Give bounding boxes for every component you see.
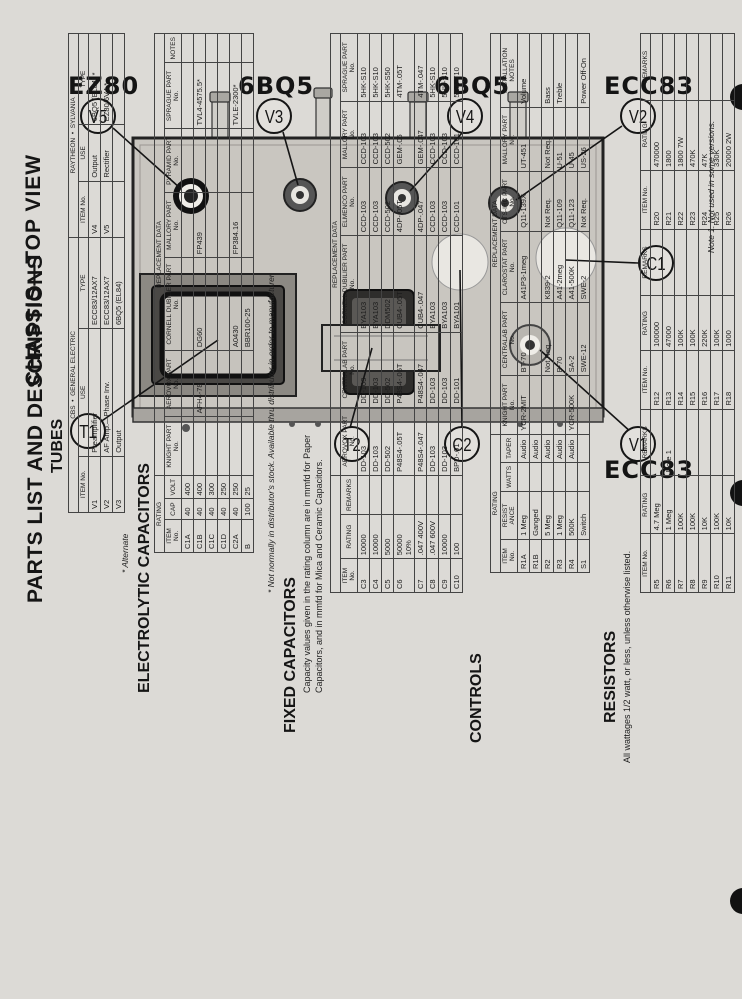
socket-v5 [173, 178, 209, 214]
tube-label-v3: 6BQ5 [238, 72, 315, 100]
callout-v1: V1 [620, 426, 656, 462]
fixed-note: Capacitors, and in mmfd for Mica and Cer… [314, 459, 324, 693]
tube-label-v5: EZ80 [68, 72, 140, 100]
controls-heading: CONTROLS [468, 653, 485, 743]
transformer-t2 [321, 289, 441, 395]
binder-hole [730, 84, 742, 110]
tube-label-v2: ECC83 [604, 72, 695, 100]
binder-hole [730, 888, 742, 914]
control-shafts [209, 87, 529, 141]
callout-c2: C2 [444, 426, 480, 462]
tube-label-v4: 6BQ5 [434, 72, 511, 100]
transformer-t1 [139, 273, 297, 397]
socket-v1 [509, 324, 551, 366]
socket-v3 [283, 178, 317, 212]
tubes-heading: TUBES [49, 418, 66, 473]
electrolytic-footnote: * Not normally in distributor's stock. A… [266, 272, 276, 593]
electrolytic-heading: ELECTROLYTIC CAPACITORS [136, 463, 153, 693]
tube-label-v1: ECC83 [604, 456, 695, 484]
parts-list: PARTS LIST AND DESCRIPTIONS TUBES CBS • … [12, 13, 735, 993]
tubes-table: CBS • GENERAL ELECTRIC RAYTHEON • SYLVAN… [68, 33, 125, 513]
callout-v4: V4 [447, 98, 483, 134]
socket-v2 [488, 186, 522, 220]
fixed-heading: FIXED CAPACITORS [282, 577, 299, 733]
callout-v5: V5 [80, 98, 116, 134]
callout-t1: T1 [70, 413, 106, 449]
chassis-photo [95, 87, 639, 434]
brand-group: CBS • GENERAL ELECTRIC [68, 237, 79, 513]
capacitor-can-c1 [535, 227, 597, 289]
resistors-footnote: Note 1. Not used in some versions. [706, 120, 716, 253]
fixed-note: Capacity values given in the rating colu… [302, 434, 312, 693]
callout-c1: C1 [638, 245, 674, 281]
binder-hole [730, 480, 742, 506]
controls-table: RATING REPLACEMENT DATA ITEM No.RESIST A… [490, 33, 590, 573]
brand-group: RAYTHEON • SYLVANIA [68, 33, 79, 238]
resistors-note: All wattages 1/2 watt, or less, unless o… [622, 550, 632, 763]
parts-title: PARTS LIST AND DESCRIPTIONS [24, 254, 47, 603]
tubes-footnote: * Alternate [120, 533, 130, 573]
callout-t2: T2 [334, 426, 370, 462]
callout-v2: V2 [620, 98, 656, 134]
resistors-heading: RESISTORS [602, 630, 619, 723]
callout-v3: V3 [256, 98, 292, 134]
